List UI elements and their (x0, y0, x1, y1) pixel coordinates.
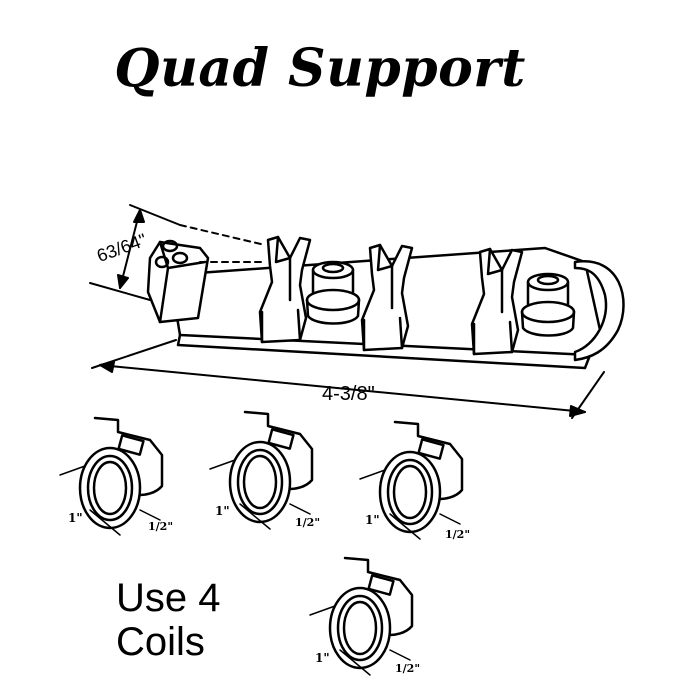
coil-4 (309, 556, 414, 676)
coil-4-width-label: 1/2" (395, 662, 420, 675)
end-block (146, 239, 210, 324)
coil-4-diameter-label: 1" (315, 651, 330, 665)
usage-note-line-1: Use 4 (116, 576, 221, 620)
round-post-1 (305, 260, 361, 325)
coil-1 (59, 416, 164, 536)
height-dimension-label: 63/64" (94, 230, 149, 266)
v-post-3 (470, 247, 524, 356)
coil-3 (359, 420, 464, 540)
usage-note-line-2: Coils (116, 620, 205, 664)
coil-3-diameter-label: 1" (365, 513, 380, 527)
round-post-2 (520, 272, 576, 337)
coil-3-width-label: 1/2" (445, 528, 470, 541)
coil-2-width-label: 1/2" (295, 516, 320, 529)
coil-1-diameter-label: 1" (68, 511, 83, 525)
coil-2-diameter-label: 1" (215, 504, 230, 518)
page-title: Quad Support (114, 38, 526, 99)
dimension-lines (89, 204, 605, 419)
v-post-1 (258, 235, 312, 344)
coil-2 (209, 410, 314, 530)
length-dimension-label: 4-3/8" (322, 383, 375, 405)
coil-1-width-label: 1/2" (148, 520, 173, 533)
v-post-2 (360, 243, 414, 352)
usage-note: Use 4 Coils (116, 576, 221, 664)
